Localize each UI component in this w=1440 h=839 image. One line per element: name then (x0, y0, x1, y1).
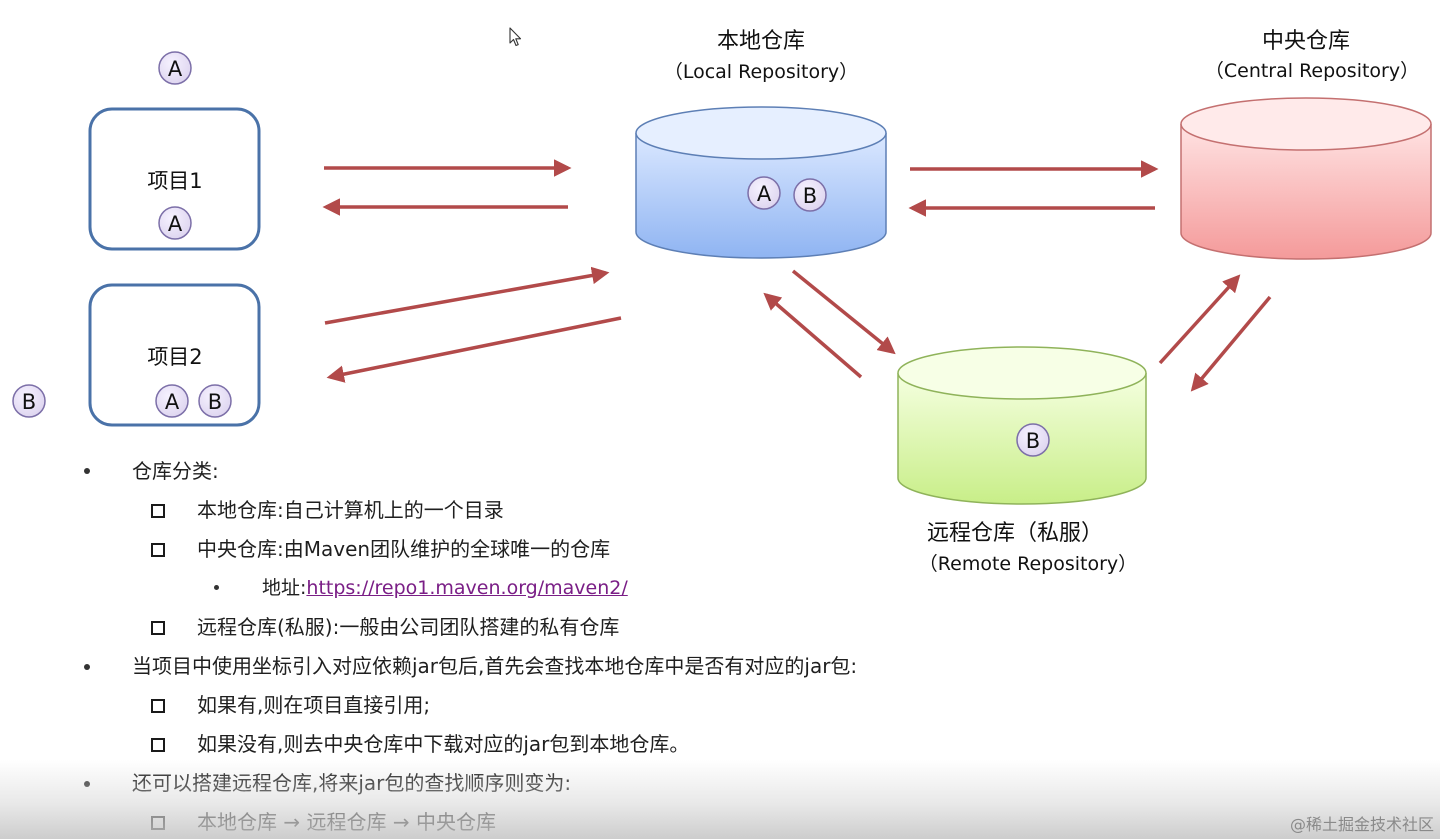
central-repository: 中央仓库 （Central Repository） (1180, 29, 1432, 260)
arrow-local-to-remote (791, 269, 896, 355)
marker-project1-a: A (158, 206, 192, 240)
marker-remote-b: B (1016, 423, 1050, 457)
local-repo-subtitle: （Local Repository） (664, 61, 858, 83)
mouse-cursor-icon (509, 27, 522, 47)
arrow-remote-to-central (1158, 274, 1241, 365)
svg-text:B: B (208, 390, 222, 414)
svg-text:B: B (1026, 429, 1040, 453)
marker-project2-b: B (198, 384, 232, 418)
local-repo-title: 本地仓库 (717, 29, 805, 54)
arrow-remote-to-local (763, 292, 863, 379)
marker-outside-a: A (158, 51, 192, 85)
svg-text:B: B (803, 184, 817, 208)
svg-text:B: B (22, 390, 36, 414)
central-repo-link[interactable]: https://repo1.maven.org/maven2/ (306, 577, 628, 599)
marker-local-a: A (747, 176, 781, 210)
svg-text:A: A (165, 390, 180, 414)
note-address: 地址:https://repo1.maven.org/maven2/ (262, 576, 628, 600)
project-1-box: 项目1 (88, 107, 261, 251)
marker-project2-a: A (155, 384, 189, 418)
svg-text:A: A (757, 182, 772, 206)
marker-local-b: B (793, 178, 827, 212)
arrow-local-to-project2 (326, 316, 622, 383)
remote-repo-subtitle: （Remote Repository） (919, 553, 1137, 575)
arrow-project2-to-local (324, 266, 610, 325)
local-repository: 本地仓库 （Local Repository） (635, 29, 887, 259)
watermark: @稀土掘金技术社区 (1289, 815, 1434, 834)
central-repo-subtitle: （Central Repository） (1205, 60, 1419, 82)
svg-text:A: A (168, 57, 183, 81)
arrows (322, 159, 1272, 392)
central-repo-title: 中央仓库 (1262, 29, 1350, 54)
marker-outside-b: B (12, 384, 46, 418)
project-2-label: 项目2 (147, 345, 202, 369)
remote-repo-title: 远程仓库（私服） (927, 521, 1103, 546)
arrow-central-to-remote (1190, 295, 1272, 392)
project-1-label: 项目1 (147, 169, 202, 193)
remote-repository: 远程仓库（私服） （Remote Repository） (897, 346, 1147, 575)
svg-text:A: A (168, 212, 183, 236)
